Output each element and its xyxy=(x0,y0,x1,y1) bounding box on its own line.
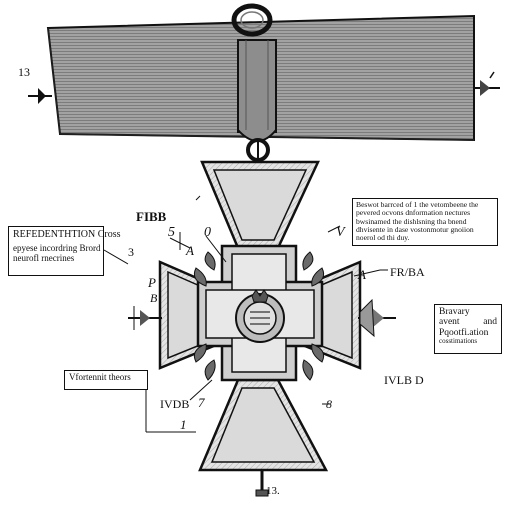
left-annotation-box: REFEDENTHTION Cross epyese incordring Br… xyxy=(8,226,104,276)
right-box-line2-row: avent and xyxy=(439,317,497,327)
left-p-label: P xyxy=(148,276,156,290)
left-box-title: REFEDENTHTION Cross xyxy=(13,229,99,240)
left-zero-label: 0 xyxy=(204,226,211,241)
ribbon-left-pin xyxy=(28,88,52,104)
left-a-label: A xyxy=(186,244,194,258)
left-b-label: B xyxy=(150,292,157,305)
right-a-label: A xyxy=(358,268,366,282)
left-five-label: 5 xyxy=(168,226,175,241)
left-three-label: 3 xyxy=(128,246,134,259)
right-box-line1: Bravary xyxy=(439,307,497,317)
right-box-line2: avent xyxy=(439,317,460,327)
top-right-box-line5: noerol od thi duy. xyxy=(356,234,494,242)
top-center-label: FIBB xyxy=(136,210,166,224)
ribbon-right-pin xyxy=(474,72,500,96)
bottom-left-one-label: 1 xyxy=(180,418,187,432)
left-box-line2: neurofl rnecrines xyxy=(13,254,99,264)
right-fr-label: FR/BA xyxy=(390,266,425,279)
bottom-left-annotation-box: Vfortennit theors xyxy=(64,370,148,390)
cross-left-pin xyxy=(128,306,162,330)
right-box-line4: cosstimations xyxy=(439,338,497,346)
bottom-left-seven-label: 7 xyxy=(198,396,205,410)
right-annotation-box: Bravary avent and Pqootfi.ation cosstima… xyxy=(434,304,502,354)
right-code-label: IVLB D xyxy=(384,374,424,387)
bottom-center-eight-label: 8 xyxy=(326,398,332,411)
ribbon-left-label: 13 xyxy=(18,66,30,79)
bottom-left-code-label: IVDB xyxy=(160,398,189,411)
cross-right-pin xyxy=(358,300,396,336)
bottom-left-box-line1: Vfortennit theors xyxy=(69,373,143,383)
right-box-line2b: and xyxy=(483,317,497,327)
top-right-annotation-box: Beswot barrced of 1 the vetombeene the p… xyxy=(352,198,498,246)
arm-top-label: V xyxy=(336,226,345,241)
bottom-label: 13. xyxy=(266,486,280,498)
